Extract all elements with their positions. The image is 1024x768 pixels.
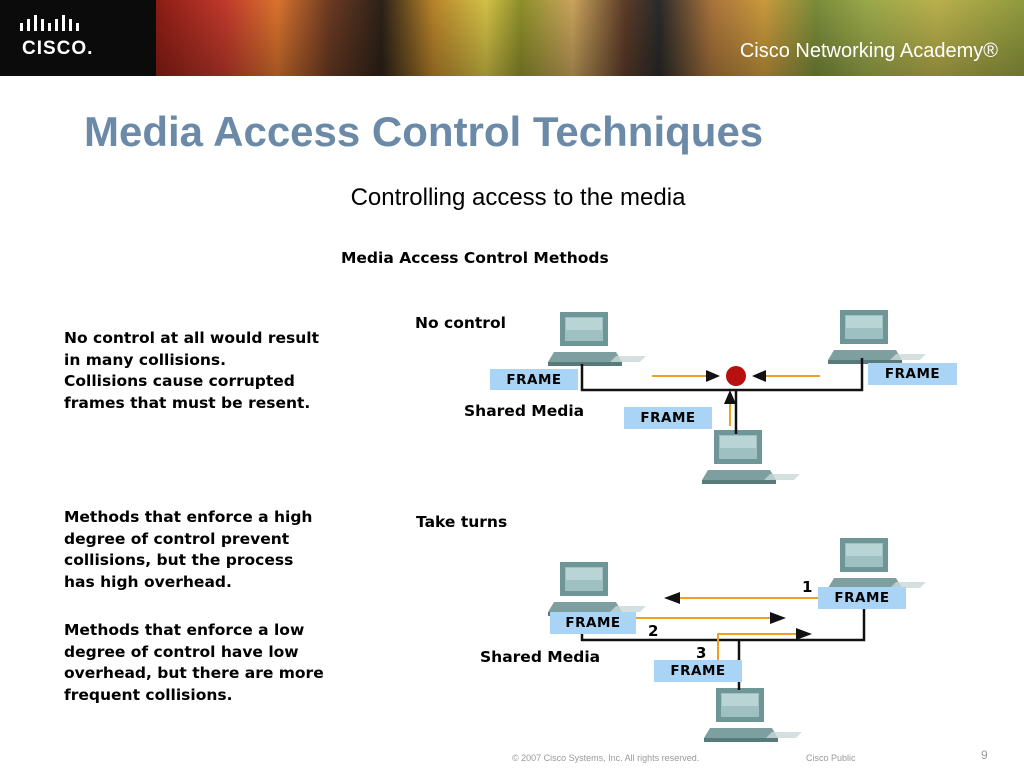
computer-icon — [548, 562, 646, 616]
step-number: 1 — [802, 578, 813, 596]
diagram-title: Media Access Control Methods — [341, 249, 609, 267]
cisco-bars-icon — [20, 15, 79, 31]
take-turns-label: Take turns — [416, 513, 508, 531]
step-number: 2 — [648, 622, 659, 640]
computer-icon — [702, 430, 800, 484]
logo-text: CISCO. — [22, 38, 94, 59]
page-number: 9 — [981, 748, 988, 762]
page-subtitle: Controlling access to the media — [350, 184, 686, 211]
computer-icon — [828, 310, 926, 364]
page-title: Media Access Control Techniques — [84, 108, 764, 155]
computer-icon — [548, 312, 646, 366]
frame-tag: FRAME — [490, 369, 578, 390]
frame-tag: FRAME — [624, 407, 712, 429]
shared-media-label: Shared Media — [480, 648, 601, 666]
banner-photo-strip — [156, 0, 1024, 76]
computer-icon — [704, 688, 802, 742]
footer-classification: Cisco Public — [806, 753, 856, 763]
step-number: 3 — [696, 644, 707, 662]
cisco-logo: CISCO. — [0, 0, 156, 76]
frame-tag: FRAME — [654, 660, 742, 682]
academy-brand: Cisco Networking Academy® — [739, 40, 998, 62]
shared-media-label: Shared Media — [464, 402, 585, 420]
footer-copyright: © 2007 Cisco Systems, Inc. All rights re… — [512, 753, 700, 763]
frame-tag: FRAME — [818, 587, 906, 609]
frame-tag: FRAME — [550, 612, 636, 634]
header-banner: CISCO. Cisco Networking Academy® — [0, 0, 1024, 76]
high-control-description: Methods that enforce a high degree of co… — [64, 508, 313, 591]
no-control-label: No control — [415, 314, 506, 332]
no-control-description: No control at all would result in many c… — [64, 329, 319, 412]
low-control-description: Methods that enforce a low degree of con… — [64, 621, 324, 704]
frame-tag: FRAME — [868, 363, 957, 385]
computer-icon — [828, 538, 926, 592]
collision-icon — [726, 366, 746, 386]
